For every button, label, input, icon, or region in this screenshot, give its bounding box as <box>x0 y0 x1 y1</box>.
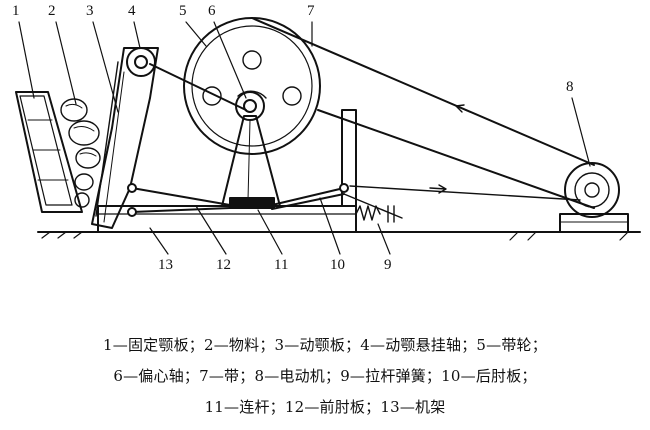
electric-motor <box>559 162 629 233</box>
callout-7: 7 <box>307 3 315 19</box>
legend-line-3: 11—连杆；12—前肘板；13—机架 <box>204 398 446 416</box>
callout-8: 8 <box>566 79 574 95</box>
jaw-crusher-diagram: 1 2 3 4 5 6 7 8 9 10 11 12 13 <box>12 3 641 273</box>
callout-2: 2 <box>48 3 56 19</box>
connecting-rod <box>221 115 281 209</box>
callout-11: 11 <box>274 257 289 273</box>
callout-5: 5 <box>179 3 187 19</box>
tension-rod-spring <box>343 193 403 223</box>
moving-jaw-plate <box>91 47 247 229</box>
drive-belt <box>251 17 595 209</box>
fixed-jaw-plate <box>15 91 83 213</box>
callout-6: 6 <box>208 3 216 19</box>
legend-line-2: 6—偏心轴；7—带；8—电动机；9—拉杆弹簧；10—后肘板； <box>113 367 537 385</box>
callout-3: 3 <box>86 3 94 19</box>
callout-4: 4 <box>128 3 136 19</box>
callout-9: 9 <box>384 257 392 273</box>
callout-1: 1 <box>12 3 20 19</box>
leader-lines <box>18 21 591 255</box>
callout-13: 13 <box>158 257 173 273</box>
front-toggle-plate <box>127 183 231 217</box>
ground <box>37 231 641 241</box>
legend-line-1: 1—固定颚板；2—物料；3—动颚板；4—动颚悬挂轴；5—带轮； <box>103 336 547 354</box>
rear-toggle-plate <box>271 183 349 210</box>
figure-legend: 1—固定颚板；2—物料；3—动颚板；4—动颚悬挂轴；5—带轮； 6—偏心轴；7—… <box>0 330 650 423</box>
material-rocks <box>60 98 101 208</box>
callout-12: 12 <box>216 257 231 273</box>
suspension-shaft <box>126 47 156 77</box>
callout-10: 10 <box>330 257 345 273</box>
